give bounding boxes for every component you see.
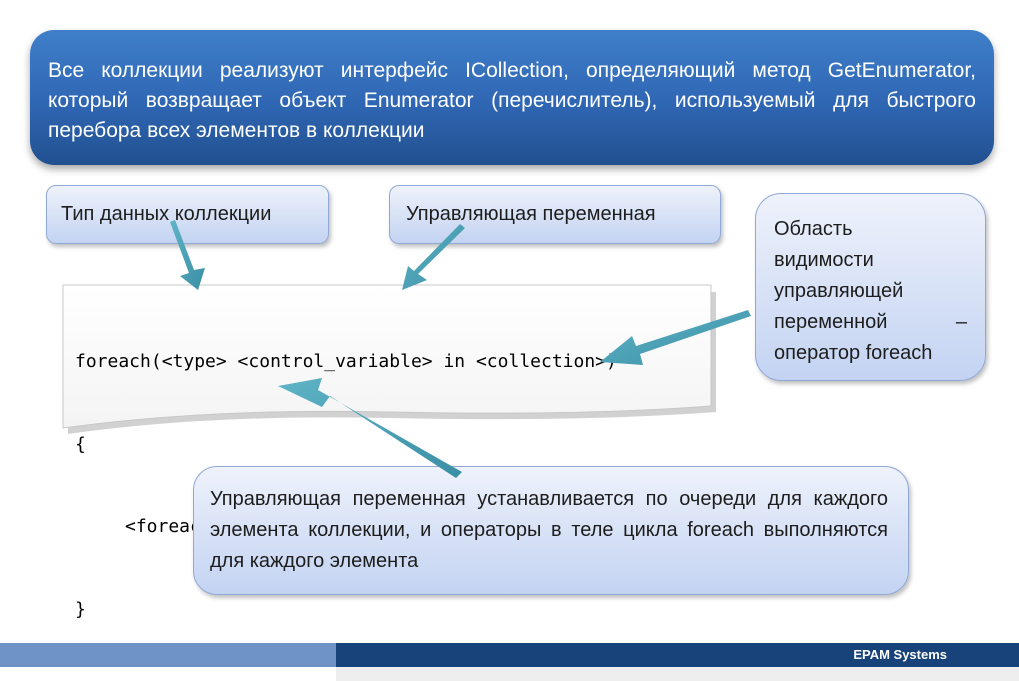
scope-line-2: видимости [774,249,874,271]
footer-strip [336,667,1019,681]
banner-text: Все коллекции реализуют интерфейс IColle… [48,59,976,142]
arrow-body-icon [278,378,462,478]
footer-company: EPAM Systems [853,647,947,662]
scope-line-3: управляющей [774,280,904,302]
info-banner: Все коллекции реализуют интерфейс IColle… [30,30,994,165]
callout-scope: Область видимости управляющей переменной… [755,193,986,381]
code-line-2: { [75,433,86,455]
callout-loop-body: Управляющая переменная устанавливается п… [193,466,909,595]
callout-control-variable: Управляющая переменная [389,185,721,244]
code-line-1: foreach(<type> <control_variable> in <co… [75,351,617,372]
callout-loop-body-text: Управляющая переменная устанавливается п… [210,488,888,572]
scope-line-4-dash: – [955,311,967,333]
scope-line-1: Область [774,218,853,240]
arrow-scope-icon [600,310,751,365]
footer-bar: EPAM Systems [336,643,1019,667]
code-line-4: } [75,598,86,620]
scope-line-4: переменной – [774,307,967,338]
arrow-type-icon [170,220,205,290]
callout-control-variable-text: Управляющая переменная [406,203,656,225]
scope-line-4-word: переменной [774,311,888,333]
scope-line-5: оператор foreach [774,342,933,364]
arrow-control-variable-icon [402,224,465,290]
footer-bar-light [0,643,336,667]
callout-collection-type-text: Тип данных коллекции [61,203,272,225]
code-box [62,284,716,434]
callout-collection-type: Тип данных коллекции [46,185,329,244]
